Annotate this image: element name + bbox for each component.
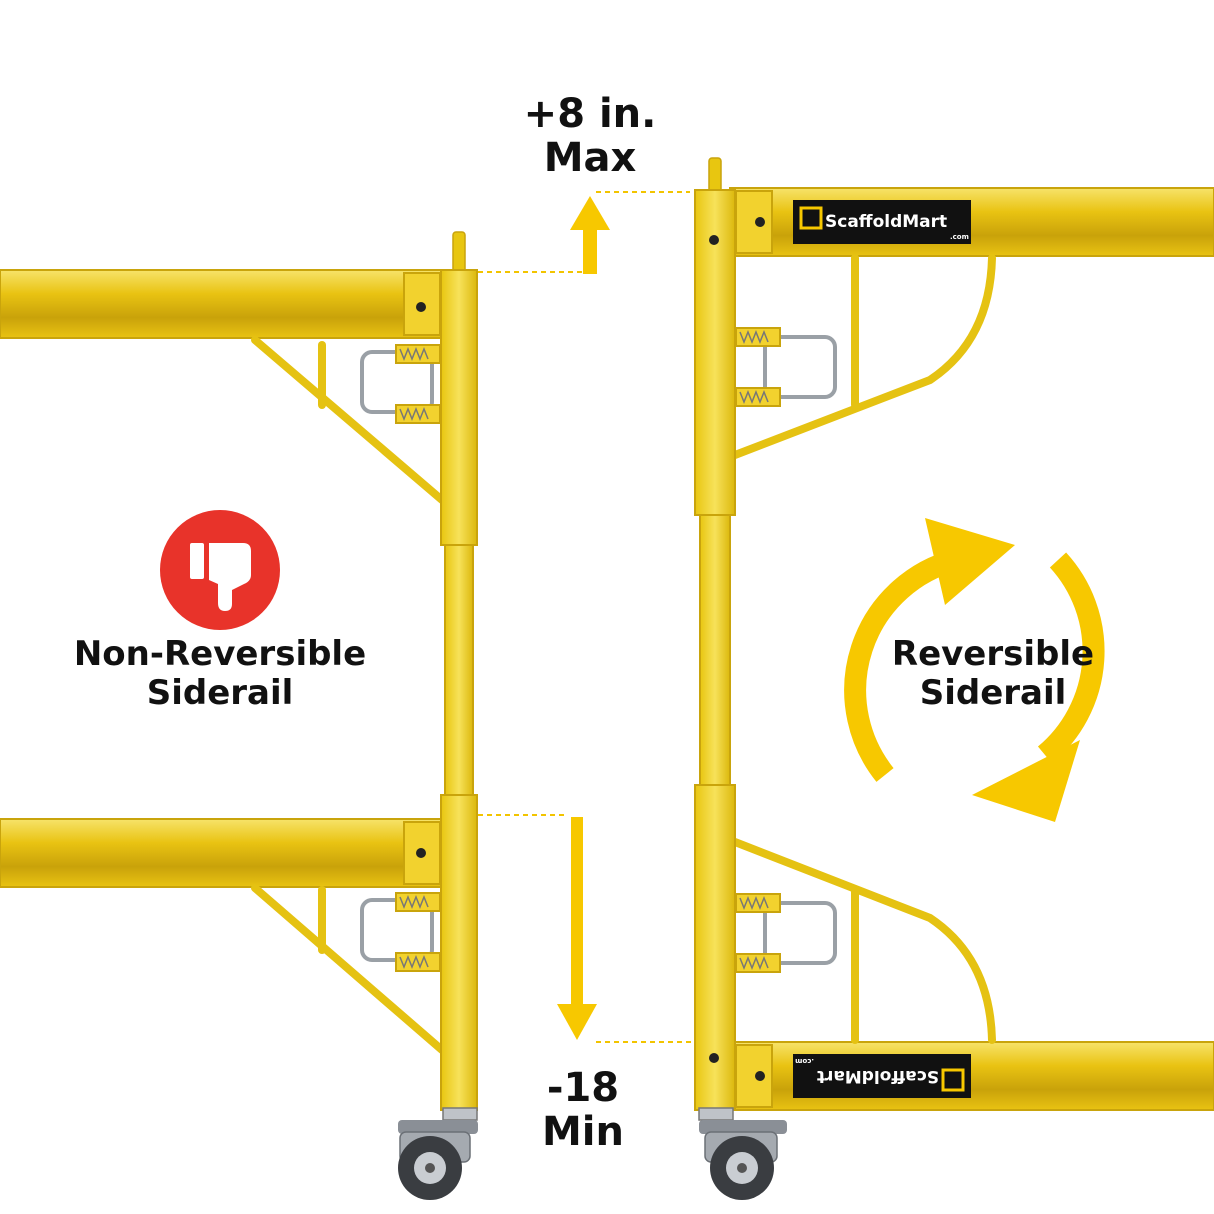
right-bottom-rail-cap: [735, 1044, 773, 1108]
right-top-rail-cap: [735, 190, 773, 254]
left-post-lower: [440, 794, 478, 1111]
left-frame: [0, 231, 478, 1200]
left-top-rail-cap: [403, 272, 441, 336]
down-caption-label: Min: [542, 1109, 624, 1155]
dimension-down: -18 Min: [478, 814, 694, 1155]
brand-decal-bottom: ScaffoldMart .com: [793, 1054, 971, 1098]
non-reversible-badge: Non-Reversible Siderail: [74, 510, 366, 713]
brand-logo-icon-bottom: [941, 1068, 965, 1092]
right-bottom-bolt: [755, 1071, 765, 1081]
brand-name-bottom: ScaffoldMart: [817, 1066, 939, 1086]
left-bottom-bolt: [416, 848, 426, 858]
right-post-middle: [699, 514, 731, 786]
left-braces: [251, 336, 446, 1054]
right-bottom-spring-lock: [735, 893, 837, 973]
right-frame: ScaffoldMart .com ScaffoldMart .com: [694, 157, 1214, 1200]
left-post-pin: [452, 231, 466, 273]
left-label-line2: Siderail: [147, 673, 294, 713]
down-value-label: -18: [547, 1065, 619, 1111]
brand-name-top: ScaffoldMart: [825, 212, 947, 232]
right-label-line1: Reversible: [892, 634, 1094, 674]
left-post-middle: [444, 544, 474, 796]
arrow-up-icon: [570, 196, 610, 274]
dimension-up: +8 in. Max: [478, 91, 690, 274]
right-post-lower-bolt: [709, 1053, 719, 1063]
left-top-spring-lock: [360, 344, 441, 424]
up-value-label: +8 in.: [524, 91, 657, 137]
right-top-rail: [729, 187, 1214, 257]
brand-decal-top: ScaffoldMart .com: [793, 200, 971, 244]
left-top-bolt: [416, 302, 426, 312]
right-label-line2: Siderail: [920, 673, 1067, 713]
right-braces: [731, 254, 996, 1044]
right-top-bolt: [755, 217, 765, 227]
brand-sub-top: .com: [950, 233, 969, 241]
arrow-down-icon: [557, 817, 597, 1040]
left-bottom-spring-lock: [360, 892, 441, 972]
rotate-arrows-icon: [844, 518, 1105, 822]
right-post-pin: [708, 157, 722, 193]
left-caster: [398, 1107, 478, 1200]
right-caster: [698, 1107, 787, 1200]
right-post-upper-bolt: [709, 235, 719, 245]
left-bottom-rail: [0, 818, 446, 888]
left-top-rail: [0, 269, 446, 339]
left-label-line1: Non-Reversible: [74, 634, 366, 674]
brand-sub-bottom: .com: [795, 1057, 814, 1065]
thumbs-down-icon: [160, 510, 280, 630]
right-top-spring-lock: [735, 327, 837, 407]
brand-logo-icon: [799, 206, 823, 230]
reversible-badge: Reversible Siderail: [844, 518, 1105, 822]
left-post-upper: [440, 269, 478, 546]
up-caption-label: Max: [544, 135, 637, 181]
